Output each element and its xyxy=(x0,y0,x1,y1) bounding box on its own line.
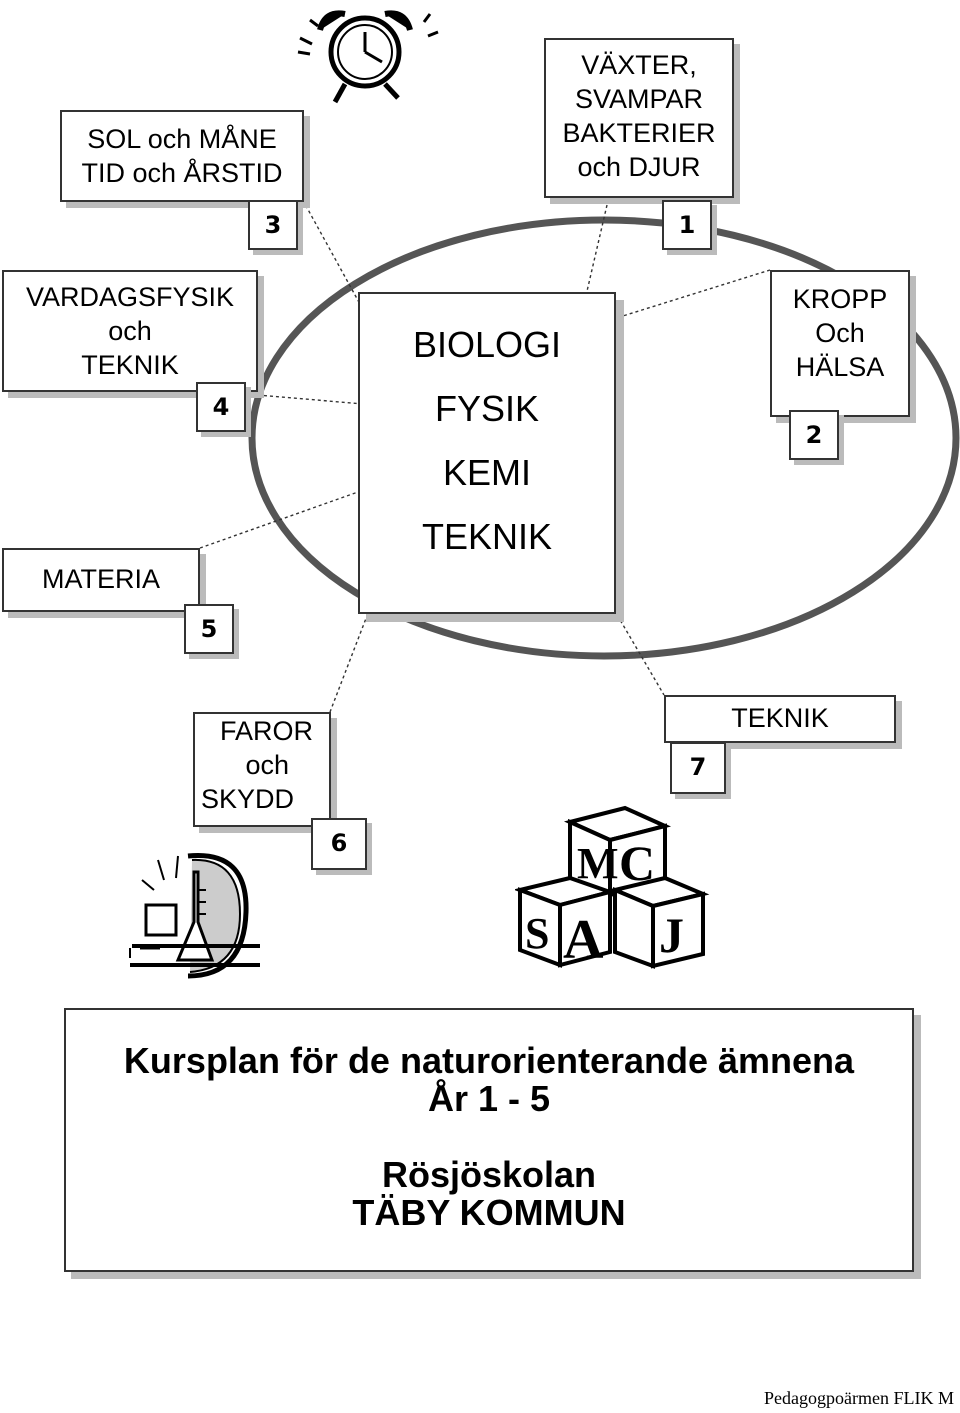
topic-6-line: SKYDD xyxy=(201,784,295,814)
topic-3-box: SOL och MÅNE TID och ÅRSTID xyxy=(60,110,304,202)
footer-label: Pedagogpoärmen FLIK M xyxy=(764,1388,954,1408)
topic-5-box: MATERIA xyxy=(2,548,200,612)
topic-5-number: 5 xyxy=(184,604,234,654)
topic-2-line: KROPP xyxy=(792,284,888,314)
topic-2-number: 2 xyxy=(789,410,839,460)
subject-fysik: FYSIK xyxy=(434,388,540,429)
block-letter-j: J xyxy=(659,907,684,963)
topic-7-line: TEKNIK xyxy=(731,703,829,733)
subject-teknik: TEKNIK xyxy=(421,516,553,557)
topic-1-number: 1 xyxy=(662,200,712,250)
block-letter-m: M xyxy=(577,839,619,888)
topic-4-line: och xyxy=(108,316,152,346)
subject-biologi: BIOLOGI xyxy=(412,324,562,365)
topic-4-number: 4 xyxy=(196,382,246,432)
topic-1-line: BAKTERIER xyxy=(562,118,716,148)
topic-2-line: HÄLSA xyxy=(795,352,885,382)
topic-1-line: och DJUR xyxy=(577,152,701,182)
topic-7-number: 7 xyxy=(670,742,726,794)
topic-4-line: VARDAGSFYSIK xyxy=(25,282,235,312)
topic-6-line: FAROR xyxy=(219,716,313,746)
alarm-clock-icon xyxy=(297,10,439,104)
topic-4-line: TEKNIK xyxy=(81,350,179,380)
topic-6-number: 6 xyxy=(311,818,367,870)
block-letter-s: S xyxy=(525,909,549,958)
topic-7-box: TEKNIK xyxy=(664,695,896,743)
topic-3-line: SOL och MÅNE xyxy=(87,124,277,154)
topic-2-line: Och xyxy=(815,318,865,348)
topic-6-box: FAROR och SKYDD xyxy=(193,712,331,827)
title-box: Kursplan för de naturorienterande ämnena… xyxy=(64,1008,914,1272)
central-ring xyxy=(248,216,960,660)
topic-1-line: VÄXTER, xyxy=(581,50,697,80)
subject-kemi: KEMI xyxy=(442,452,531,493)
block-letter-c: C xyxy=(619,835,655,891)
laboratory-flask-icon xyxy=(129,852,260,979)
title-grade-range: År 1 - 5 xyxy=(427,1078,551,1119)
topic-2-box: KROPP Och HÄLSA xyxy=(770,270,910,417)
topic-5-line: MATERIA xyxy=(41,564,160,594)
title-municipality: TÄBY KOMMUN xyxy=(352,1192,626,1233)
topic-1-box: VÄXTER, SVAMPAR BAKTERIER och DJUR xyxy=(544,38,734,198)
topic-6-line: och xyxy=(245,750,289,780)
title-school: Rösjöskolan xyxy=(381,1154,597,1195)
subjects-box: BIOLOGI FYSIK KEMI TEKNIK xyxy=(358,292,616,614)
title-heading: Kursplan för de naturorienterande ämnena xyxy=(123,1040,855,1081)
block-letter-a: A xyxy=(563,909,604,971)
topic-1-line: SVAMPAR xyxy=(574,84,704,114)
topic-3-line: TID och ÅRSTID xyxy=(81,158,283,188)
connector-3 xyxy=(299,194,411,396)
topic-3-number: 3 xyxy=(248,200,298,250)
connector-7 xyxy=(577,547,665,696)
letter-blocks-icon: M C S A J xyxy=(515,805,710,971)
topic-4-box: VARDAGSFYSIK och TEKNIK xyxy=(2,270,258,392)
